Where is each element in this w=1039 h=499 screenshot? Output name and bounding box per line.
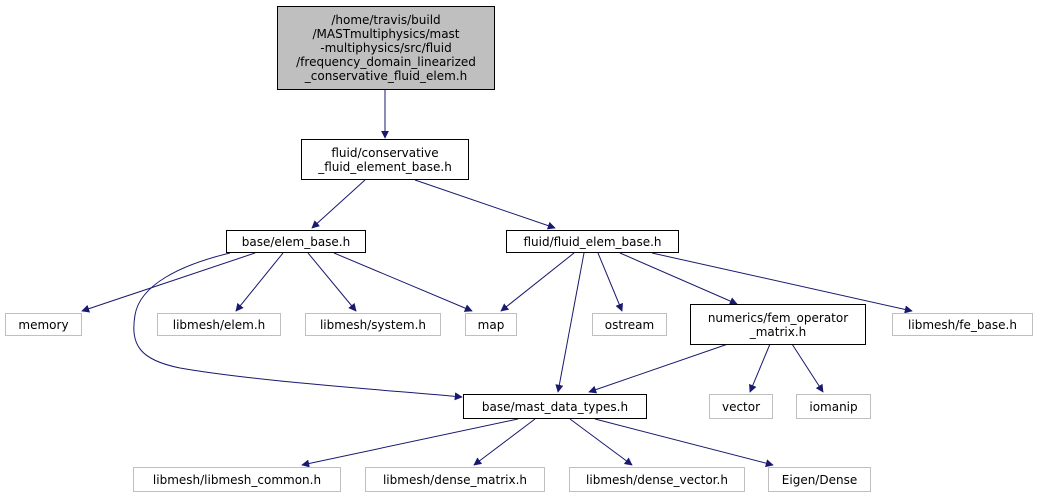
memory-node[interactable]: memory — [5, 313, 82, 336]
dense-vector-node[interactable]: libmesh/dense_vector.h — [569, 467, 745, 492]
libmesh-elem-node[interactable]: libmesh/elem.h — [157, 313, 281, 336]
edge-elem-base-to-mast-data-types — [133, 252, 463, 401]
iomanip-node[interactable]: iomanip — [796, 394, 871, 419]
edge-elem-base-to-memory — [81, 252, 256, 313]
edge-mast-to-dense-matrix — [473, 418, 536, 466]
edge-fem-operator-to-iomanip — [791, 343, 824, 393]
conservative-fluid-element-base-node[interactable]: fluid/conservative _fluid_element_base.h — [301, 139, 469, 180]
libmesh-system-node[interactable]: libmesh/system.h — [305, 313, 441, 336]
edge-elem-base-to-map — [333, 252, 473, 312]
fluid-elem-base-node[interactable]: fluid/fluid_elem_base.h — [506, 230, 679, 253]
edge-conservative-to-fluid-elem-base — [414, 179, 556, 230]
mast-data-types-node[interactable]: base/mast_data_types.h — [463, 394, 647, 419]
edge-fluid-elem-base-to-mast-data-types — [555, 252, 585, 393]
libmesh-fe-base-node[interactable]: libmesh/fe_base.h — [892, 313, 1033, 336]
edge-fluid-elem-base-to-fem-operator — [619, 252, 738, 305]
edge-fluid-elem-base-to-fe-base — [651, 252, 913, 314]
ostream-node[interactable]: ostream — [592, 313, 667, 336]
elem-base-node[interactable]: base/elem_base.h — [226, 230, 366, 253]
eigen-dense-node[interactable]: Eigen/Dense — [768, 467, 871, 492]
fem-operator-matrix-node[interactable]: numerics/fem_operator _matrix.h — [690, 304, 866, 345]
edge-fem-operator-to-vector — [749, 343, 771, 393]
vector-node[interactable]: vector — [709, 394, 773, 419]
edge-elem-base-to-libmesh-elem — [235, 252, 284, 312]
map-node[interactable]: map — [465, 313, 517, 336]
edge-elem-base-to-libmesh-system — [307, 252, 357, 312]
edge-mast-to-eigen-dense — [594, 418, 774, 468]
dense-matrix-node[interactable]: libmesh/dense_matrix.h — [365, 467, 545, 492]
edge-mast-to-libmesh-common — [301, 418, 519, 468]
edge-conservative-to-elem-base — [311, 179, 366, 229]
edge-mast-to-dense-vector — [569, 418, 633, 466]
root-header-file-node[interactable]: /home/travis/build /MASTmultiphysics/mas… — [277, 6, 495, 90]
edge-fluid-elem-base-to-ostream — [597, 252, 623, 312]
edge-fem-operator-to-mast-data-types — [588, 343, 729, 394]
edge-fluid-elem-base-to-map — [500, 252, 575, 312]
libmesh-common-node[interactable]: libmesh/libmesh_common.h — [133, 467, 341, 492]
